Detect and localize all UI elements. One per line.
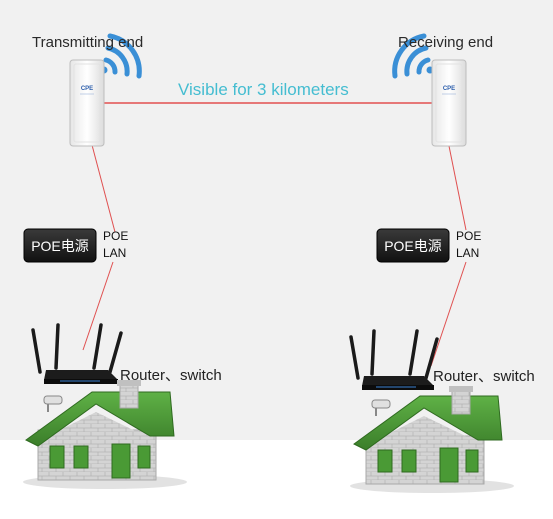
security-camera-icon bbox=[371, 399, 391, 416]
receiving-end-label: Receiving end bbox=[398, 34, 494, 51]
lan-port-label: LAN bbox=[103, 246, 127, 260]
house-right bbox=[350, 386, 514, 493]
router-right bbox=[349, 329, 439, 390]
poe-port-label: POE bbox=[456, 229, 482, 243]
cable-cpe-to-poe-right bbox=[448, 145, 467, 231]
router-left bbox=[31, 323, 123, 384]
poe-adapter-right: POE电源 bbox=[376, 228, 450, 263]
poe-adapter-left: POE电源 bbox=[23, 228, 97, 263]
lan-port-label: LAN bbox=[456, 246, 480, 260]
poe-adapter-text: POE电源 bbox=[31, 238, 89, 254]
router-switch-label-right: Router、switch bbox=[433, 368, 535, 385]
poe-port-labels-right: POE LAN bbox=[456, 228, 481, 262]
cpe-logo-text: CPE bbox=[81, 86, 93, 92]
cable-cpe-to-poe-left bbox=[91, 144, 116, 233]
transmitting-end-label: Transmitting end bbox=[32, 34, 144, 51]
distance-label: Visible for 3 kilometers bbox=[178, 80, 349, 99]
cpe-logo-text: CPE bbox=[443, 86, 455, 92]
poe-port-label: POE bbox=[103, 229, 129, 243]
cable-poe-to-router-right bbox=[430, 261, 467, 367]
cpe-transmitter: CPE bbox=[69, 59, 105, 147]
poe-port-labels-left: POE LAN bbox=[103, 228, 128, 262]
house-left bbox=[23, 380, 187, 489]
security-camera-icon bbox=[43, 395, 63, 412]
cable-poe-to-router-left bbox=[82, 261, 114, 351]
router-switch-label-left: Router、switch bbox=[120, 367, 222, 384]
cpe-receiver: CPE bbox=[431, 59, 467, 147]
poe-adapter-text: POE电源 bbox=[384, 238, 442, 254]
wifi-signal-icon bbox=[100, 33, 142, 79]
